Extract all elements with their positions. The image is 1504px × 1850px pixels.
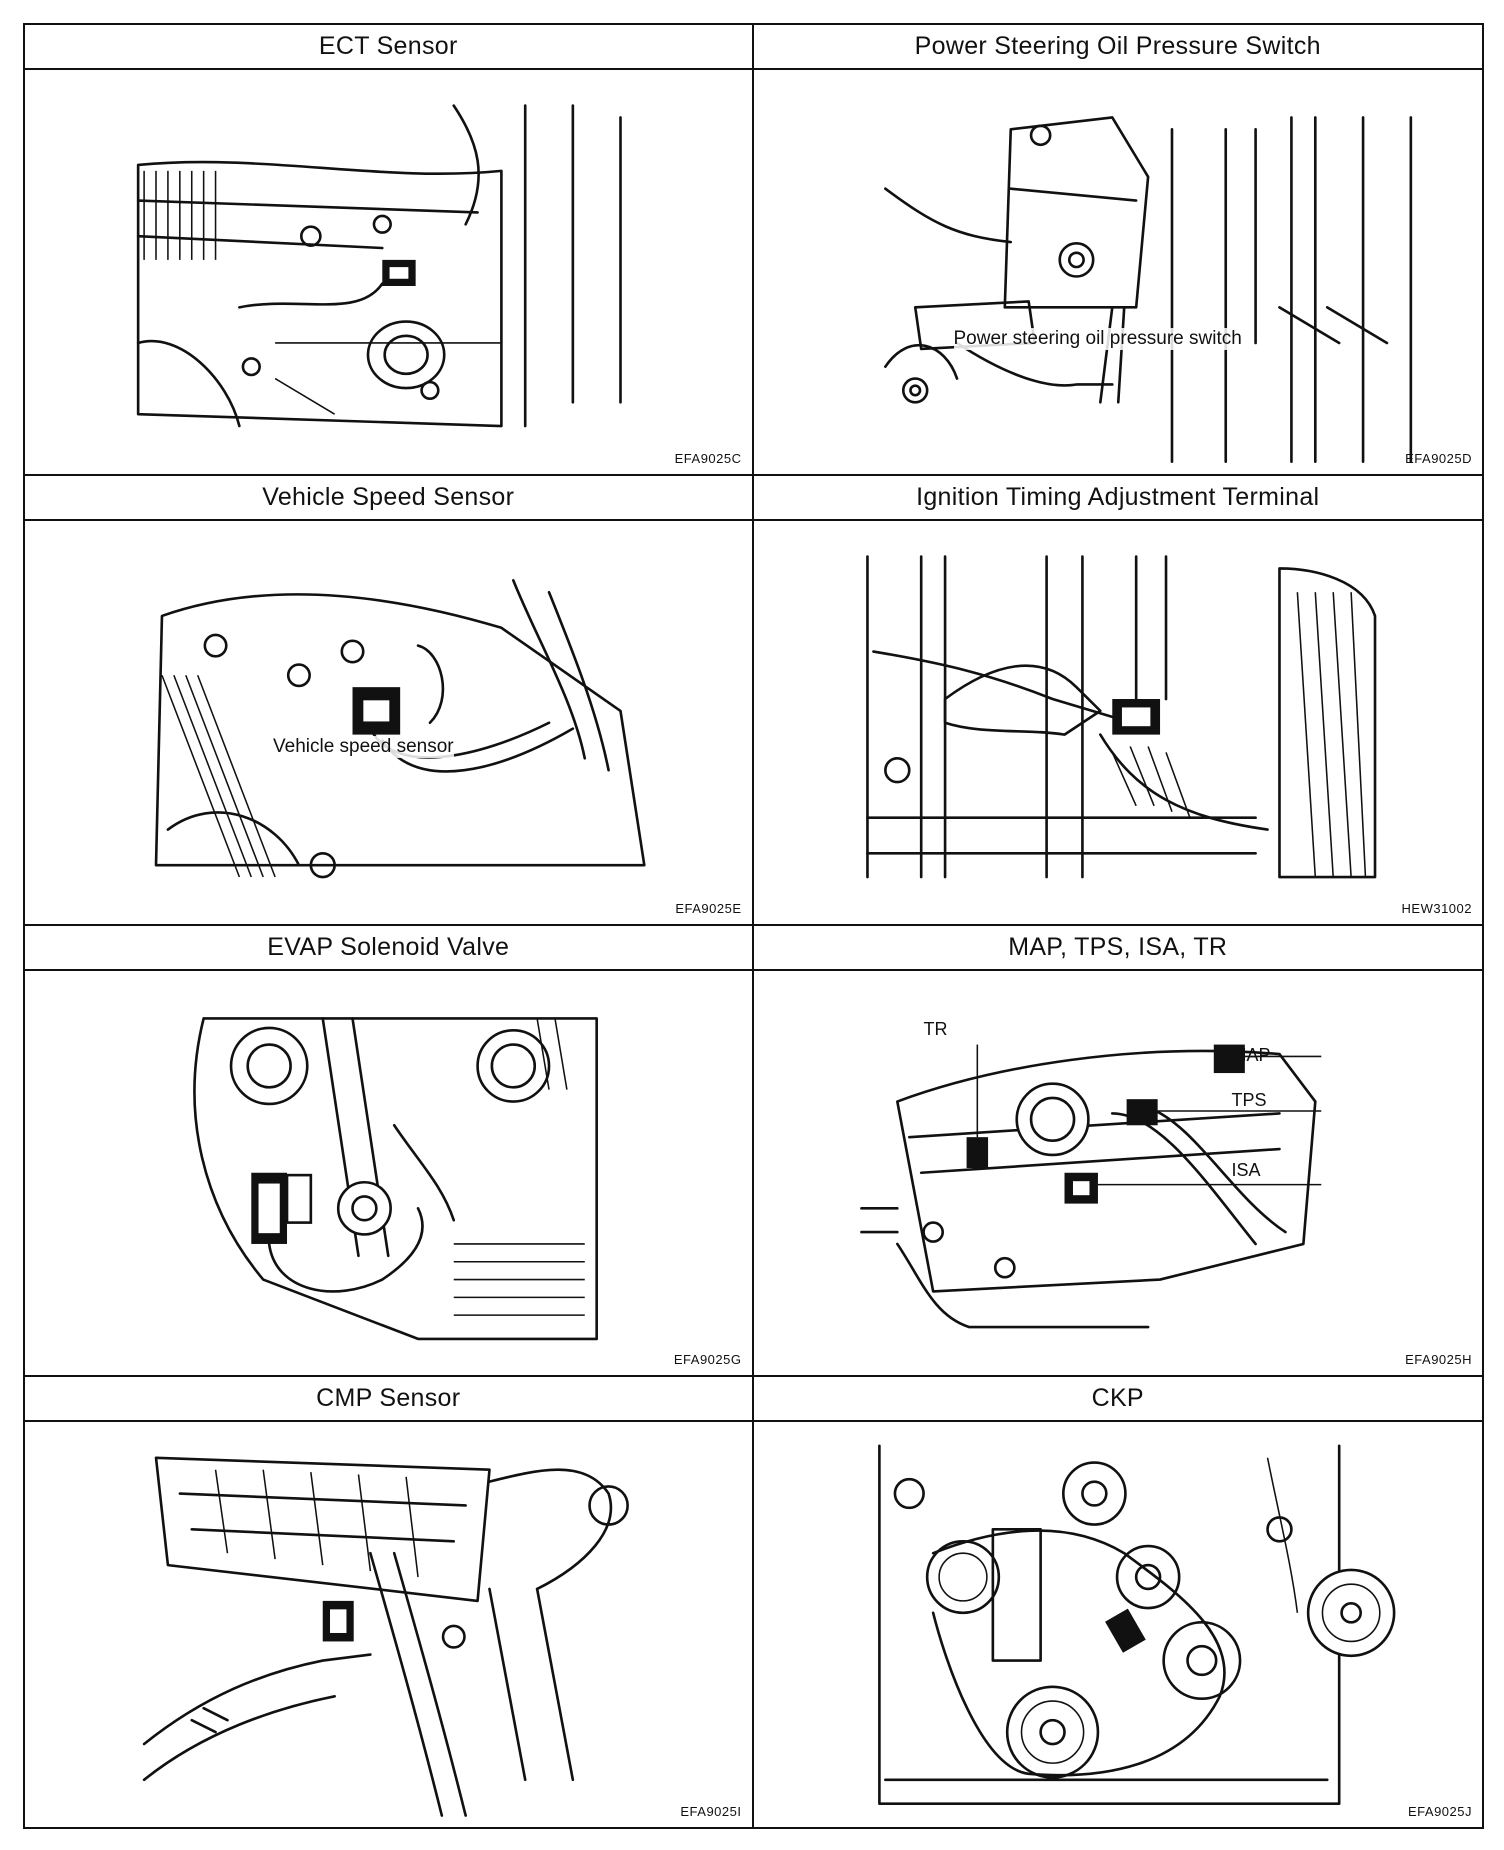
ckp-drawing [877,1444,1395,1805]
panel-title: Vehicle Speed Sensor [25,476,752,521]
callout-map: MAP [1231,1045,1271,1065]
panel-ignition-timing-terminal: Ignition Timing Adjustment Terminal HEW3… [753,476,1483,926]
panel-power-steering-switch: Power Steering Oil Pressure Switch Power [753,25,1483,476]
engine-illustration: HEW31002 [754,521,1483,925]
figure-code: EFA9025I [680,1804,742,1819]
callout-tps: TPS [1231,1090,1267,1110]
engine-illustration: Power steering oil pressure switch EFA90… [754,70,1483,474]
engine-illustration: TR MAP TPS ISA EFA9025H [754,971,1483,1375]
panel-map-tps-isa-tr: MAP, TPS, ISA, TR [753,926,1483,1377]
cmp-sensor-drawing [142,1455,629,1817]
evap-solenoid-drawing [193,1017,598,1341]
callout-tr: TR [923,1019,948,1039]
figure-code: EFA9025D [1405,450,1472,466]
figure-code: EFA9025J [1408,1804,1472,1819]
engine-illustration: Vehicle speed sensor EFA9025E [25,521,752,925]
engine-illustration: EFA9025I [25,1422,752,1828]
sensor-location-sheet: ECT Sensor EFA9025C [23,23,1484,1829]
panel-title: EVAP Solenoid Valve [25,926,752,971]
callout-vehicle-speed-sensor: Vehicle speed sensor [273,735,454,758]
figure-code: EFA9025C [674,450,742,466]
engine-illustration: EFA9025J [754,1422,1483,1828]
panel-title: CMP Sensor [25,1377,752,1422]
figure-code: EFA9025G [673,1351,742,1367]
figure-code: EFA9025E [675,901,742,916]
panel-title: ECT Sensor [25,25,752,70]
figure-code: HEW31002 [1401,901,1472,916]
panel-title: Power Steering Oil Pressure Switch [753,25,1482,70]
panel-ckp: CKP [753,1377,1483,1828]
engine-illustration: EFA9025C [25,70,752,474]
panel-title: MAP, TPS, ISA, TR [753,926,1482,971]
panel-title: Ignition Timing Adjustment Terminal [753,476,1482,521]
panel-ect-sensor: ECT Sensor EFA9025C [25,25,754,476]
ignition-timing-drawing [865,554,1376,878]
panel-vehicle-speed-sensor: Vehicle Speed Sensor Vehicle speed senso… [25,475,754,926]
engine-illustration: EFA9025G [25,971,752,1375]
figure-code: EFA9025H [1405,1351,1472,1367]
callout-isa: ISA [1231,1160,1261,1180]
throttle-body-drawing [859,1044,1321,1329]
panel-title: CKP [753,1377,1482,1422]
power-steering-drawing [883,116,1412,463]
vehicle-speed-drawing [154,578,646,878]
ect-sensor-drawing [136,104,622,428]
callout-power-steering-switch: Power steering oil pressure switch [953,328,1242,350]
panel-cmp-sensor: CMP Sensor EFA9025I [25,1376,754,1828]
panel-evap-solenoid-valve: EVAP Solenoid Valve EFA9025G [25,926,754,1377]
